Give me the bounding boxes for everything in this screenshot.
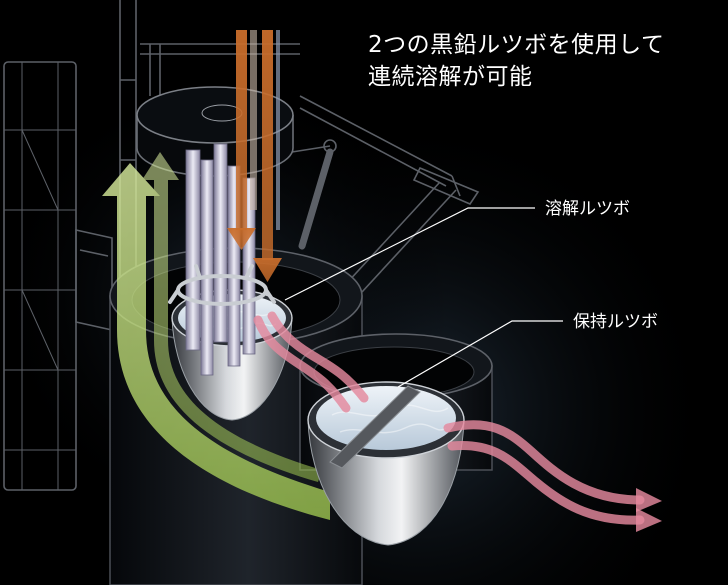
holding-crucible-ripple xyxy=(339,423,447,434)
output-flow-strand xyxy=(447,440,645,525)
output-flow-arrowhead xyxy=(636,488,662,512)
hydraulic-arm-piston xyxy=(298,148,334,250)
heat-input-arrows xyxy=(227,30,282,282)
hydraulic-arm xyxy=(291,139,337,250)
circulation-arrows xyxy=(102,152,330,520)
molten-flow-output xyxy=(443,420,662,532)
heat-arrow-head xyxy=(253,258,282,282)
holding-crucible-label: 保持ルツボ xyxy=(573,312,658,332)
molten-flow-transfer xyxy=(253,311,369,413)
top-support-beam xyxy=(140,43,300,96)
transfer-flow-strand xyxy=(267,311,369,403)
transfer-flow-strand xyxy=(253,315,351,413)
graphite-rod xyxy=(213,143,228,343)
holding-crucible-divider xyxy=(329,385,421,469)
rod-holder-struts xyxy=(168,264,276,306)
heat-guide-bar xyxy=(276,30,280,230)
circulation-arrow-main xyxy=(102,163,330,520)
heat-arrow-shaft xyxy=(262,30,273,260)
melting-crucible-label: 溶解ルツボ xyxy=(545,199,630,219)
circulation-arrow-secondary xyxy=(142,152,322,482)
heat-arrow-shaft xyxy=(236,30,247,230)
graphite-rod xyxy=(200,159,214,376)
holding-crucible xyxy=(307,381,465,546)
output-flow-arrowhead xyxy=(636,508,662,532)
graphite-rod xyxy=(185,149,201,351)
heat-guide-bar xyxy=(250,30,257,210)
rod-holder-claws xyxy=(168,264,276,304)
graphite-electrode-rods xyxy=(185,143,256,376)
heat-arrow-head xyxy=(227,228,256,250)
right-guide-bar xyxy=(412,166,480,205)
headline-line-1: 2つの黒鉛ルツボを使用して xyxy=(368,32,664,58)
diagonal-rail-upper xyxy=(299,95,453,187)
output-flow-strand xyxy=(443,420,645,505)
melting-crucible-leader-line xyxy=(284,207,535,301)
headline-line-2: 連続溶解が可能 xyxy=(368,64,533,90)
holding-crucible-leader-line xyxy=(397,320,563,388)
left-tower-bracing xyxy=(4,62,76,490)
vertical-rail xyxy=(119,0,137,300)
